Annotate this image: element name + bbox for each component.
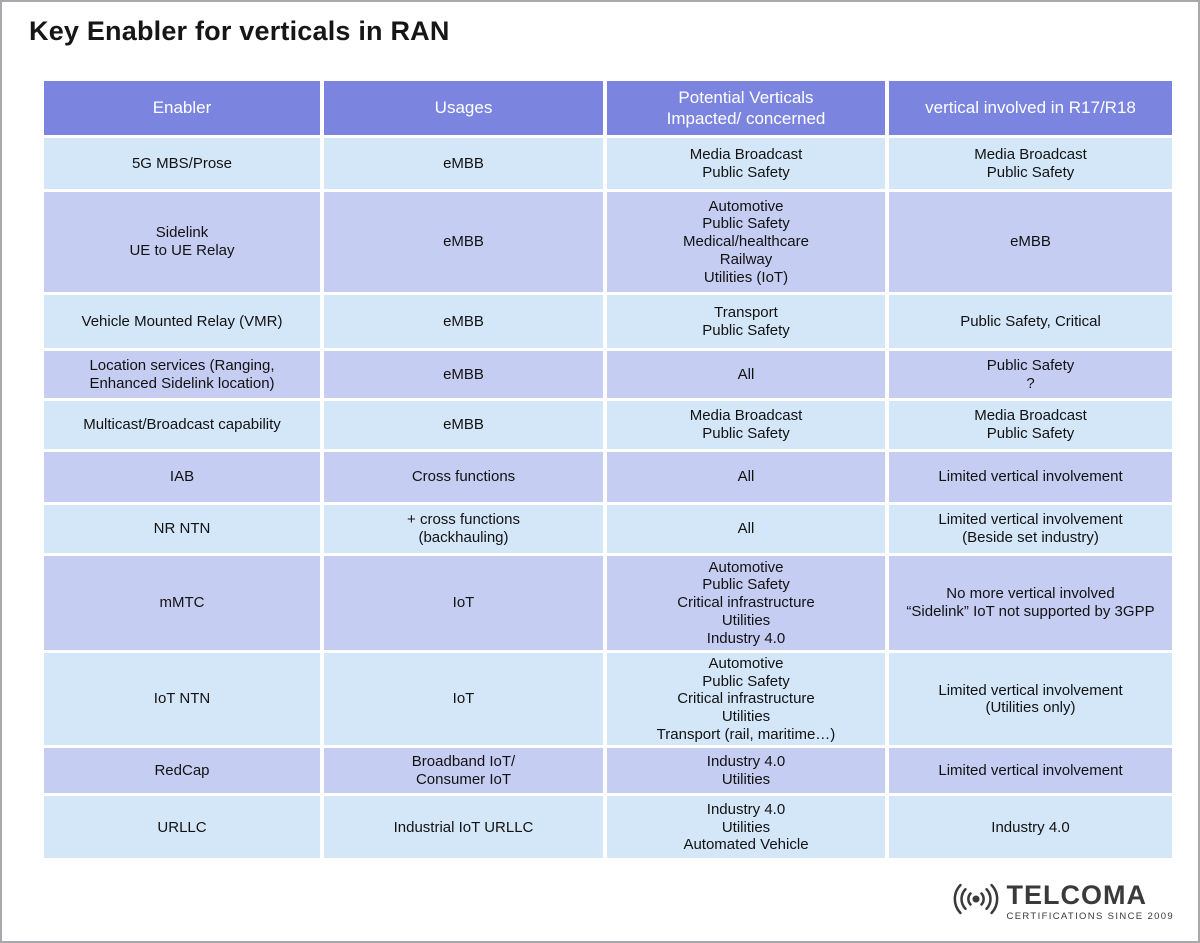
cell-impacted: All xyxy=(607,351,885,398)
cell-impacted: Automotive Public Safety Critical infras… xyxy=(607,653,885,746)
cell-r17-r18: Industry 4.0 xyxy=(889,796,1172,859)
cell-r17-r18: Media Broadcast Public Safety xyxy=(889,401,1172,449)
cell-r17-r18: Public Safety, Critical xyxy=(889,295,1172,348)
cell-impacted: Automotive Public Safety Critical infras… xyxy=(607,556,885,650)
telcoma-logo: TELCOMA CERTIFICATIONS SINCE 2009 xyxy=(949,876,1175,927)
cell-usages: Broadband IoT/ Consumer IoT xyxy=(324,748,603,794)
cell-enabler: RedCap xyxy=(44,748,320,794)
cell-usages: eMBB xyxy=(324,138,603,189)
key-enabler-table: Enabler Usages Potential Verticals Impac… xyxy=(40,78,1176,861)
cell-r17-r18: No more vertical involved “Sidelink” IoT… xyxy=(889,556,1172,650)
cell-enabler: 5G MBS/Prose xyxy=(44,138,320,189)
cell-r17-r18: Public Safety ? xyxy=(889,351,1172,398)
table-row: Location services (Ranging, Enhanced Sid… xyxy=(44,351,1172,398)
cell-usages: eMBB xyxy=(324,351,603,398)
table-row: RedCap Broadband IoT/ Consumer IoT Indus… xyxy=(44,748,1172,794)
cell-r17-r18: Media Broadcast Public Safety xyxy=(889,138,1172,189)
cell-impacted: Media Broadcast Public Safety xyxy=(607,401,885,449)
table-row: Sidelink UE to UE Relay eMBB Automotive … xyxy=(44,192,1172,292)
column-header-enabler: Enabler xyxy=(44,81,320,135)
cell-r17-r18: Limited vertical involvement xyxy=(889,748,1172,794)
cell-usages: eMBB xyxy=(324,295,603,348)
cell-enabler: URLLC xyxy=(44,796,320,859)
column-header-potential-verticals: Potential Verticals Impacted/ concerned xyxy=(607,81,885,135)
cell-r17-r18: Limited vertical involvement (Beside set… xyxy=(889,505,1172,553)
cell-impacted: Transport Public Safety xyxy=(607,295,885,348)
table-row: IAB Cross functions All Limited vertical… xyxy=(44,452,1172,502)
cell-usages: + cross functions (backhauling) xyxy=(324,505,603,553)
cell-usages: Industrial IoT URLLC xyxy=(324,796,603,859)
cell-r17-r18: Limited vertical involvement (Utilities … xyxy=(889,653,1172,746)
cell-impacted: Industry 4.0 Utilities xyxy=(607,748,885,794)
cell-r17-r18: Limited vertical involvement xyxy=(889,452,1172,502)
cell-usages: IoT xyxy=(324,653,603,746)
cell-enabler: Location services (Ranging, Enhanced Sid… xyxy=(44,351,320,398)
cell-enabler: mMTC xyxy=(44,556,320,650)
cell-impacted: Industry 4.0 Utilities Automated Vehicle xyxy=(607,796,885,859)
table-row: NR NTN + cross functions (backhauling) A… xyxy=(44,505,1172,553)
column-header-usages: Usages xyxy=(324,81,603,135)
cell-usages: Cross functions xyxy=(324,452,603,502)
logo-wordmark: TELCOMA xyxy=(1006,879,1147,910)
table-row: mMTC IoT Automotive Public Safety Critic… xyxy=(44,556,1172,650)
cell-enabler: IoT NTN xyxy=(44,653,320,746)
cell-enabler: NR NTN xyxy=(44,505,320,553)
cell-r17-r18: eMBB xyxy=(889,192,1172,292)
logo-tagline: CERTIFICATIONS SINCE 2009 xyxy=(1006,910,1174,922)
page-title: Key Enabler for verticals in RAN xyxy=(29,16,450,46)
table-header-row: Enabler Usages Potential Verticals Impac… xyxy=(44,81,1172,135)
table-row: Multicast/Broadcast capability eMBB Medi… xyxy=(44,401,1172,449)
cell-impacted: All xyxy=(607,452,885,502)
cell-enabler: Vehicle Mounted Relay (VMR) xyxy=(44,295,320,348)
cell-enabler: IAB xyxy=(44,452,320,502)
cell-impacted: Media Broadcast Public Safety xyxy=(607,138,885,189)
cell-impacted: All xyxy=(607,505,885,553)
signal-waves-icon xyxy=(949,876,1003,927)
cell-usages: eMBB xyxy=(324,192,603,292)
cell-usages: eMBB xyxy=(324,401,603,449)
cell-enabler: Multicast/Broadcast capability xyxy=(44,401,320,449)
table-row: URLLC Industrial IoT URLLC Industry 4.0 … xyxy=(44,796,1172,859)
table-row: Vehicle Mounted Relay (VMR) eMBB Transpo… xyxy=(44,295,1172,348)
column-header-vertical-r17-r18: vertical involved in R17/R18 xyxy=(889,81,1172,135)
cell-usages: IoT xyxy=(324,556,603,650)
table-row: IoT NTN IoT Automotive Public Safety Cri… xyxy=(44,653,1172,746)
cell-impacted: Automotive Public Safety Medical/healthc… xyxy=(607,192,885,292)
table-row: 5G MBS/Prose eMBB Media Broadcast Public… xyxy=(44,138,1172,189)
cell-enabler: Sidelink UE to UE Relay xyxy=(44,192,320,292)
